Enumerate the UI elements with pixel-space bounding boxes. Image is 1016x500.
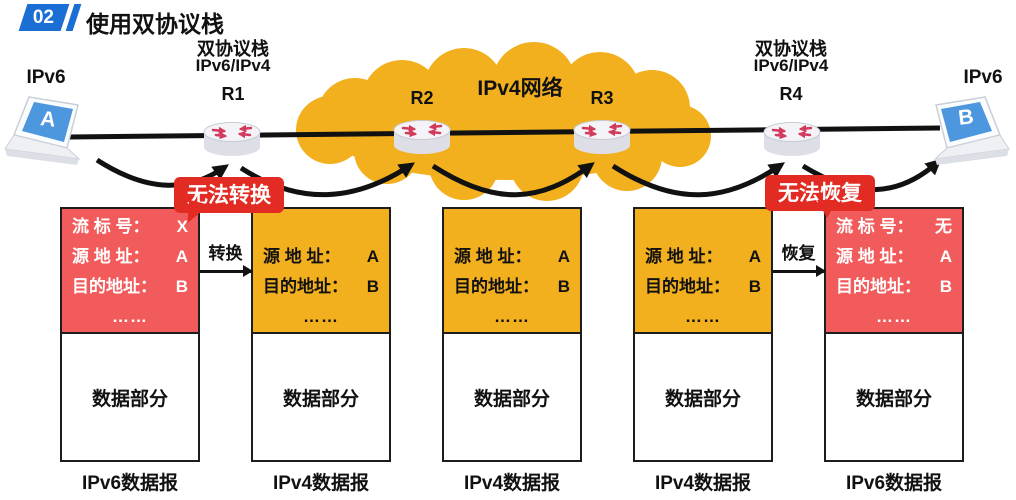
- field-label: 流 标 号：: [836, 217, 914, 236]
- field-value: B: [175, 277, 188, 296]
- r3-name: R3: [590, 88, 614, 108]
- packet-ipv4-2: 源 地 址： A 目的地址： B …… 数据部分 IPv4数据报: [442, 207, 582, 495]
- field-value: B: [939, 277, 952, 296]
- convert-arrow-label: 转换: [208, 244, 243, 263]
- packet-header: 源 地 址： A 目的地址： B ……: [635, 209, 771, 334]
- laptop-a-icon: [4, 96, 81, 165]
- r4-stack-protocols: IPv6/IPv4: [753, 56, 829, 75]
- field-value: 无: [935, 217, 952, 236]
- router-r4-icon: [763, 122, 821, 156]
- router-r2-icon: [393, 120, 451, 154]
- field-value: B: [366, 277, 379, 296]
- r1-stack-label: 双协议栈: [197, 39, 269, 59]
- r1-stack-protocols: IPv6/IPv4: [195, 56, 271, 75]
- packet-header: 源 地 址： A 目的地址： B ……: [253, 209, 389, 334]
- field-label: 源 地 址：: [454, 247, 532, 266]
- field-label: 目的地址：: [836, 277, 921, 296]
- section-number-badge: 02: [18, 4, 70, 31]
- packet-data-section: 数据部分: [62, 334, 198, 460]
- packet-ipv4-1: 源 地 址： A 目的地址： B …… 数据部分 IPv4数据报: [251, 207, 391, 495]
- host-b-protocol-label: IPv6: [963, 67, 1003, 88]
- host-a-protocol-label: IPv6: [26, 67, 66, 88]
- header-ellipsis: ……: [876, 307, 912, 326]
- packet-header: 流 标 号： X 源 地 址： A 目的地址： B ……: [62, 209, 198, 334]
- ipv4-cloud: [296, 42, 711, 201]
- r2-name: R2: [410, 88, 434, 108]
- packet-caption: IPv6数据报: [845, 473, 943, 494]
- field-label: 源 地 址：: [645, 247, 723, 266]
- header-ellipsis: ……: [494, 307, 530, 326]
- field-label: 目的地址：: [72, 277, 157, 296]
- host-a-letter: A: [39, 107, 57, 132]
- header-ellipsis: ……: [303, 307, 339, 326]
- callout-cannot-convert: 无法转换: [174, 177, 284, 228]
- field-label: 目的地址：: [645, 277, 730, 296]
- field-value: B: [748, 277, 761, 296]
- r4-name: R4: [779, 84, 803, 104]
- network-diagram: [4, 42, 1010, 201]
- field-label: 源 地 址：: [263, 247, 341, 266]
- ipv4-cloud-label: IPv4网络: [477, 77, 563, 100]
- header-ellipsis: ……: [685, 307, 721, 326]
- host-b-letter: B: [957, 105, 975, 130]
- field-label: 目的地址：: [263, 277, 348, 296]
- router-r1-icon: [203, 122, 261, 156]
- packet-caption: IPv4数据报: [463, 473, 561, 494]
- right-arrow-icon: [200, 265, 253, 277]
- field-value: A: [939, 247, 952, 266]
- field-label: 目的地址：: [454, 277, 539, 296]
- packet-data-section: 数据部分: [444, 334, 580, 460]
- packet-ipv6-source: 流 标 号： X 源 地 址： A 目的地址： B …… 数据部分 IPv6数据报: [60, 207, 200, 495]
- field-value: A: [557, 247, 570, 266]
- page-title: 使用双协议栈: [86, 11, 224, 37]
- packet-ipv4-3: 源 地 址： A 目的地址： B …… 数据部分 IPv4数据报: [633, 207, 773, 495]
- right-arrow-icon: [773, 265, 826, 277]
- r4-stack-label: 双协议栈: [755, 39, 827, 59]
- field-label: 流 标 号：: [72, 217, 150, 236]
- laptop-b-icon: [933, 96, 1010, 165]
- flow-arc-a-r1: [95, 157, 229, 188]
- callout-tail: [183, 199, 210, 228]
- r1-name: R1: [221, 84, 245, 104]
- packet-caption: IPv4数据报: [654, 473, 752, 494]
- field-value: X: [176, 217, 188, 236]
- callout-cannot-restore: 无法恢复: [765, 175, 875, 218]
- packet-caption: IPv6数据报: [81, 473, 179, 494]
- packet-data-section: 数据部分: [253, 334, 389, 460]
- field-value: B: [557, 277, 570, 296]
- header-ellipsis: ……: [112, 307, 148, 326]
- packet-data-section: 数据部分: [635, 334, 771, 460]
- convert-arrow: 转换: [200, 239, 253, 277]
- restore-arrow-label: 恢复: [781, 244, 816, 263]
- flow-arc-r3-r4: [611, 162, 785, 198]
- restore-arrow: 恢复: [773, 239, 826, 277]
- field-label: 源 地 址：: [72, 247, 150, 266]
- callout-cannot-restore-text: 无法恢复: [778, 182, 862, 205]
- field-value: A: [366, 247, 379, 266]
- packet-data-section: 数据部分: [826, 334, 962, 460]
- field-label: 源 地 址：: [836, 247, 914, 266]
- packet-caption: IPv4数据报: [272, 473, 370, 494]
- callout-tail: [817, 200, 837, 218]
- packet-ipv6-destination: 流 标 号： 无 源 地 址： A 目的地址： B …… 数据部分 IPv6数据报: [824, 207, 964, 495]
- section-number: 02: [33, 6, 55, 28]
- field-value: A: [748, 247, 761, 266]
- packet-header: 源 地 址： A 目的地址： B ……: [444, 209, 580, 334]
- packet-header: 流 标 号： 无 源 地 址： A 目的地址： B ……: [826, 209, 962, 334]
- callout-cannot-convert-text: 无法转换: [187, 184, 271, 207]
- field-value: A: [175, 247, 188, 266]
- flow-arc-r2-r3: [431, 162, 595, 198]
- router-r3-icon: [573, 120, 631, 154]
